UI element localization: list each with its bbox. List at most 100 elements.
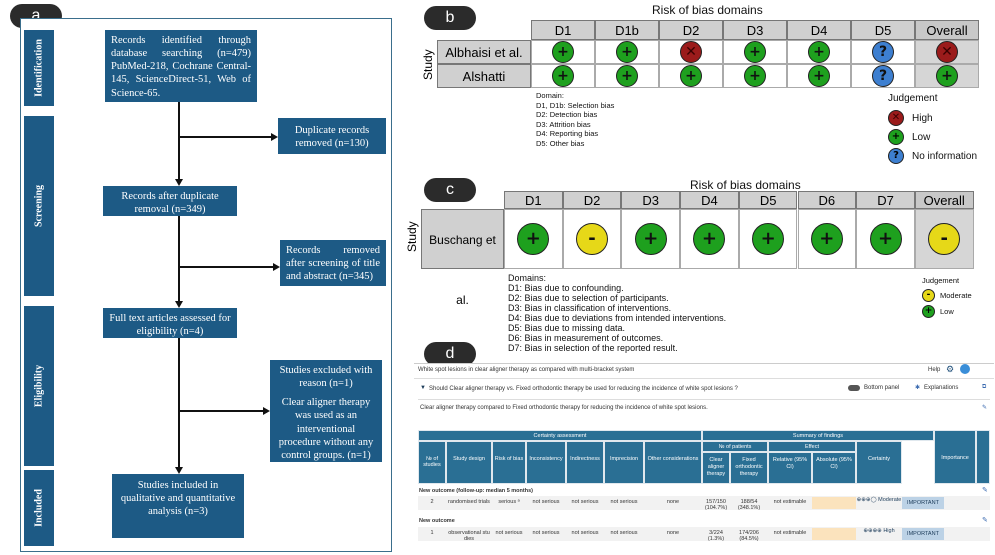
rob-b-header: D5: [851, 20, 915, 40]
checkbox-column-header[interactable]: [976, 430, 990, 484]
column-header: Absolute (95% CI): [812, 452, 856, 484]
column-header: Relative (95% CI): [768, 452, 812, 484]
divider: [414, 378, 994, 379]
judgement-low-icon: +: [634, 223, 667, 255]
column-header: Inconsistency: [526, 441, 566, 484]
rob-b-domains: Domain: D1, D1b: Selection bias D2: Dete…: [536, 91, 614, 148]
patients-header: № of patients: [702, 441, 768, 452]
rob-b-header: D1: [531, 20, 595, 40]
table-cell: not serious: [571, 530, 599, 536]
effect-header: Effect: [768, 441, 856, 452]
connector: [178, 338, 180, 467]
records-identified-box: Records identified through database sear…: [105, 30, 257, 102]
judgement-moderate-icon: -: [576, 223, 609, 255]
table-cell: not serious: [610, 499, 638, 505]
rob-b-domain-item: D4: Reporting bias: [536, 129, 599, 138]
table-cell: randomised trials: [448, 499, 490, 505]
user-avatar-icon[interactable]: [960, 364, 970, 374]
legend-moderate-label: Moderate: [940, 291, 972, 300]
table-cell: not serious: [610, 530, 638, 536]
table-cell: none: [666, 530, 680, 536]
importance-cell: IMPORTANT: [902, 528, 944, 540]
edit-icon[interactable]: ✎: [982, 487, 988, 494]
panel-label-c: c: [424, 178, 476, 202]
rob-b-domain-item: D5: Other bias: [536, 138, 585, 148]
stage-identification: Identification: [24, 30, 54, 106]
column-header: Risk of bias: [492, 441, 526, 484]
legend-low-c-label: Low: [940, 307, 954, 316]
rob-c-domain-item: D5: Bias due to missing data.: [508, 323, 626, 333]
table-cell: not serious: [532, 499, 560, 505]
table-cell: 2: [430, 499, 434, 505]
legend-no-info-label: No information: [912, 151, 978, 162]
rob-c-domain-item: D7: Bias in selection of the reported re…: [508, 343, 678, 353]
rob-b-header: D4: [787, 20, 851, 40]
column-header: Imprecision: [604, 441, 644, 484]
table-cell: not serious: [495, 530, 523, 536]
rob-c-domain-item: D2: Bias due to selection of participant…: [508, 293, 669, 303]
arrow-down: [175, 467, 183, 474]
legend-high-icon: ✕: [888, 110, 904, 126]
outcome-label: New outcome (follow-up: median 5 months): [419, 488, 533, 494]
arrow-right: [263, 407, 270, 415]
rob-c-header: D6: [797, 191, 857, 209]
rob-b-domain-item: D2: Detection bias: [536, 110, 598, 119]
rob-b-study-label: Albhaisi et al.: [437, 40, 531, 64]
arrow-down: [175, 301, 183, 308]
absolute-effect-cell: [812, 528, 856, 540]
star-icon: ✱: [915, 385, 921, 391]
judgement-low-icon: +: [752, 223, 785, 255]
edit-icon[interactable]: ✎: [982, 517, 988, 524]
table-cell: not estimable: [773, 530, 807, 536]
judgement-no-info-icon: ?: [872, 65, 894, 87]
rob-b-domains-title: Domain:: [536, 91, 564, 100]
panel-label-d: d: [424, 342, 476, 366]
legend-low-label: Low: [912, 132, 931, 143]
column-header: Indirectness: [566, 441, 604, 484]
connector: [178, 216, 180, 301]
column-header: Fixed orthodontic therapy: [730, 452, 768, 484]
rob-c-domains-title: Domains:: [508, 273, 547, 283]
rob-c-header: D7: [856, 191, 915, 209]
explanations-link[interactable]: Explanations: [924, 385, 959, 391]
connector: [179, 136, 271, 138]
duplicates-removed-box: Duplicate records removed (n=130): [278, 118, 386, 154]
stage-screening: Screening: [24, 116, 54, 296]
certainty-cell: ⊕⊕⊕⊕ High: [863, 528, 895, 534]
settings-icon[interactable]: ⚙: [946, 364, 955, 374]
help-link[interactable]: Help: [928, 367, 941, 373]
rob-c-study-label: Buschang et al.: [421, 209, 504, 307]
table-cell: 3/224 (1.3%): [707, 530, 725, 542]
rob-c-domain-item: D1: Bias due to confounding.: [508, 283, 624, 293]
judgement-moderate-icon: -: [928, 223, 961, 255]
rob-b-domain-item: D1, D1b: Selection bias: [536, 100, 615, 110]
table-cell: 188/54 (348.1%): [737, 499, 761, 511]
external-link-icon[interactable]: ⧉: [982, 384, 987, 390]
edit-icon[interactable]: ✎: [982, 405, 988, 411]
judgement-low-icon: +: [744, 41, 766, 63]
table-cell: not estimable: [773, 499, 807, 505]
grade-header-title: White spot lesions in clear aligner ther…: [418, 367, 635, 373]
legend-high-label: High: [912, 113, 933, 124]
judgement-low-icon: +: [808, 65, 830, 87]
rob-b-judgement-title: Judgement: [888, 93, 938, 104]
fulltext-assessed-box: Full text articles assessed for eligibil…: [103, 308, 237, 338]
judgement-low-icon: +: [616, 41, 638, 63]
column-header: Study design: [446, 441, 492, 484]
chevron-down-icon[interactable]: ▼: [420, 385, 426, 391]
rob-b-domain-item: D3: Attrition bias: [536, 119, 591, 129]
judgement-low-icon: +: [693, 223, 726, 255]
bottom-panel-toggle[interactable]: [848, 385, 860, 391]
connector: [178, 102, 180, 179]
table-cell: serious ᵃ: [498, 499, 520, 505]
table-cell: 157/150 (104.7%): [704, 499, 728, 511]
rob-b-header: D3: [723, 20, 787, 40]
grade-question: Should Clear aligner therapy vs. Fixed o…: [429, 386, 738, 392]
rob-c-header: Overall: [914, 191, 974, 209]
table-cell: not serious: [571, 499, 599, 505]
rob-c-domains: Domains: D1: Bias due to confounding. D2…: [508, 273, 726, 353]
judgement-low-icon: +: [552, 41, 574, 63]
outcome-label: New outcome: [419, 518, 455, 524]
arrow-down: [175, 179, 183, 186]
rob-c-cell: [621, 209, 681, 269]
